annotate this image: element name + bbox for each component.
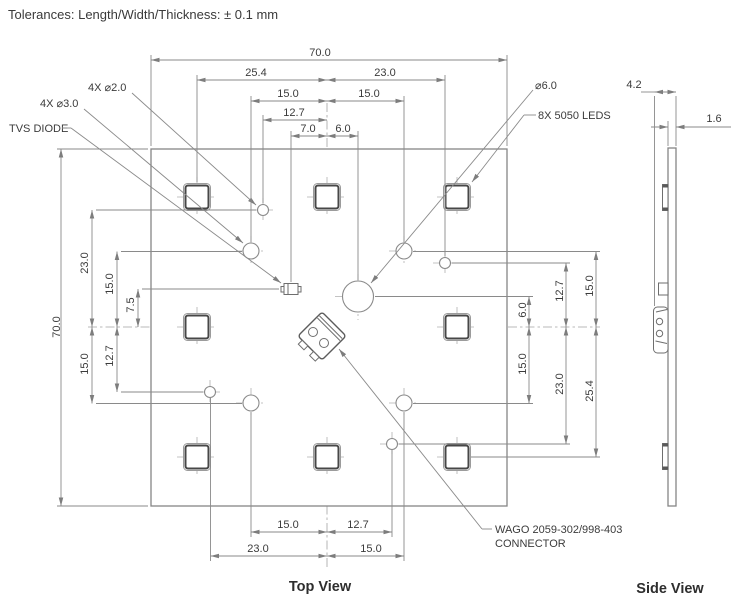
dim-15-lower-right: 15.0 xyxy=(517,353,529,374)
center-hole-6mm xyxy=(335,274,381,320)
dim-15-upper-right: 15.0 xyxy=(584,275,596,296)
callout-connector-line1: WAGO 2059-302/998-403 xyxy=(495,524,622,536)
leader-line xyxy=(338,348,483,530)
side-components xyxy=(653,184,669,470)
dim-6: 6.0 xyxy=(335,123,350,135)
dim-15-left: 15.0 xyxy=(277,88,298,100)
dim-70-width: 70.0 xyxy=(309,47,330,59)
leader-line xyxy=(70,127,282,284)
led-side-profile xyxy=(662,184,669,211)
led-pad xyxy=(662,207,668,211)
callout-tvs-diode: TVS DIODE xyxy=(9,123,68,135)
dim-70-height: 70.0 xyxy=(51,316,63,337)
led-pad xyxy=(662,466,668,470)
wire-entry-hole xyxy=(308,327,318,337)
dim-12-7-lower-left: 12.7 xyxy=(104,345,116,366)
wire-entry-hole xyxy=(319,338,329,348)
dimensions-left: 70.0 23.0 15.0 7.5 15.0 12.7 xyxy=(51,148,279,507)
wago-connector xyxy=(297,312,346,362)
dim-15-bottom-row2: 15.0 xyxy=(360,543,381,555)
dimensions-side: 4.2 1.6 xyxy=(626,79,731,306)
top-view: 4X ⌀2.0 4X ⌀3.0 TVS DIODE ⌀6.0 8X 5050 L… xyxy=(9,47,622,595)
dim-12-7-bottom-row1: 12.7 xyxy=(347,519,368,531)
dim-25-4-lower-right: 25.4 xyxy=(584,380,596,401)
dim-12-7-upper-right: 12.7 xyxy=(554,280,566,301)
dim-23: 23.0 xyxy=(374,67,395,79)
side-view: 4.2 1.6 Side View xyxy=(626,79,731,597)
tvs-diode-component xyxy=(280,283,302,295)
dim-23-lower-right: 23.0 xyxy=(554,373,566,394)
dimensions-bottom: 15.0 12.7 23.0 15.0 xyxy=(210,398,405,561)
tolerance-note: Tolerances: Length/Width/Thickness: ± 0.… xyxy=(8,7,278,22)
led-pad xyxy=(662,443,668,447)
leader-line xyxy=(131,92,257,206)
mounting-holes xyxy=(197,197,458,457)
dim-25-4: 25.4 xyxy=(245,67,266,79)
dim-7: 7.0 xyxy=(300,123,315,135)
dimensions-top: 70.0 25.4 23.0 15.0 15.0 12.7 7.0 6.0 xyxy=(150,47,508,282)
callout-2mm-holes: 4X ⌀2.0 xyxy=(88,82,126,94)
callout-3mm-holes: 4X ⌀3.0 xyxy=(40,98,78,110)
dim-15-bottom-row1: 15.0 xyxy=(277,519,298,531)
dim-23-bottom-row2: 23.0 xyxy=(247,543,268,555)
side-view-label: Side View xyxy=(636,581,704,597)
leader-line xyxy=(471,114,525,183)
pcb-edge-profile xyxy=(667,147,677,507)
dim-23-upper-left: 23.0 xyxy=(79,252,91,273)
dim-4-2-overall: 4.2 xyxy=(626,79,641,91)
dim-15-right: 15.0 xyxy=(358,88,379,100)
dim-15-lower-left: 15.0 xyxy=(79,353,91,374)
connector-side-profile xyxy=(653,306,669,354)
led-side-profile xyxy=(662,443,669,470)
tvs-side-profile xyxy=(658,282,669,296)
leader-line xyxy=(370,89,534,284)
callout-connector-line2: CONNECTOR xyxy=(495,538,566,550)
led-pad xyxy=(662,184,668,188)
dim-12-7: 12.7 xyxy=(283,107,304,119)
top-view-label: Top View xyxy=(289,579,352,595)
callout-leds: 8X 5050 LEDS xyxy=(538,110,611,122)
dim-7-5-left: 7.5 xyxy=(125,297,137,312)
dim-6-upper-right: 6.0 xyxy=(517,302,529,317)
dimensions-right: 6.0 12.7 15.0 15.0 23.0 25.4 xyxy=(375,251,600,458)
leader-line xyxy=(83,108,244,244)
callout-leaders: 4X ⌀2.0 4X ⌀3.0 TVS DIODE ⌀6.0 8X 5050 L… xyxy=(9,80,622,550)
dim-15-upper-left: 15.0 xyxy=(104,273,116,294)
callout-center-hole: ⌀6.0 xyxy=(535,80,557,92)
dim-1-6-thickness: 1.6 xyxy=(706,113,721,125)
